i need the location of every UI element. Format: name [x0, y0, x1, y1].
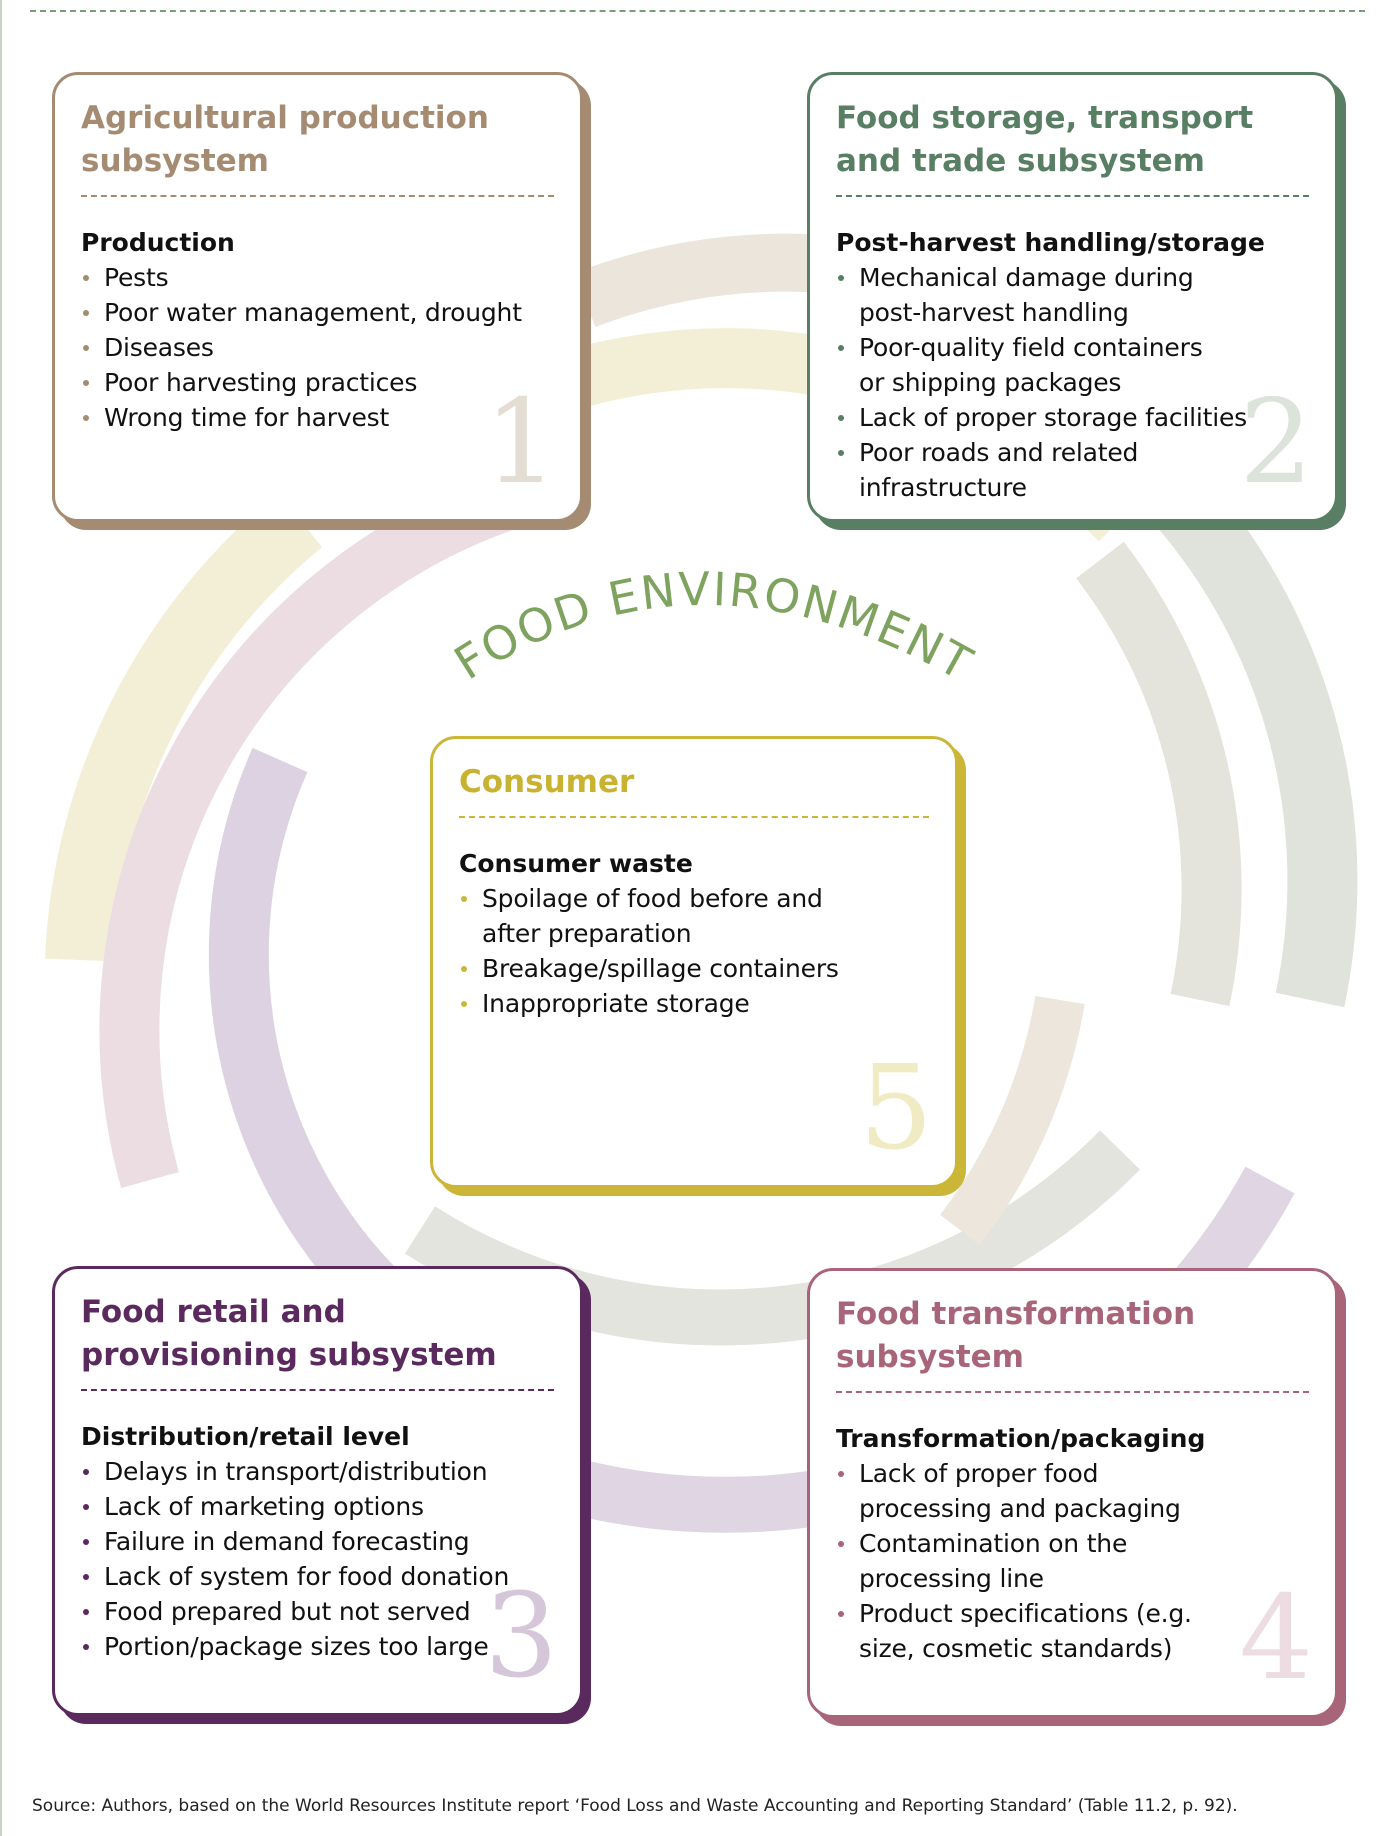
title-line: subsystem — [836, 1339, 1024, 1375]
box-title: Agricultural production subsystem — [81, 97, 554, 183]
swirl-band-beige-right — [940, 995, 1085, 1246]
box-number: 2 — [1239, 375, 1313, 510]
bullet-icon — [83, 1609, 89, 1615]
list-item: Breakage/spillage containers — [459, 951, 929, 986]
bullet-icon — [83, 310, 89, 316]
bullet-icon — [83, 1539, 89, 1545]
food-environment-label: FOOD ENVIRONMENT — [445, 562, 982, 692]
cause-list: Pests Poor water management, drought Dis… — [81, 260, 554, 435]
bullet-icon — [83, 275, 89, 281]
title-line: and trade subsystem — [836, 143, 1205, 179]
title-line: Food storage, transport — [836, 100, 1254, 136]
list-item: Lack of proper storage facilities — [836, 400, 1309, 435]
title-line: provisioning subsystem — [81, 1337, 497, 1373]
dashed-divider — [459, 816, 929, 818]
box-subtitle: Transformation/packaging — [836, 1424, 1206, 1453]
list-item: Diseases — [81, 330, 554, 365]
list-item: Product specifications (e.g.size, cosmet… — [836, 1596, 1309, 1666]
source-note: Source: Authors, based on the World Reso… — [32, 1796, 1238, 1816]
title-line: Agricultural production — [81, 100, 489, 136]
box-title: Consumer — [459, 761, 929, 804]
box-number: 5 — [859, 1041, 933, 1176]
list-item: Poor water management, drought — [81, 295, 554, 330]
box-subtitle: Production — [81, 228, 235, 257]
storage-transport-trade-box: Food storage, transport and trade subsys… — [807, 72, 1338, 522]
bullet-icon — [838, 345, 844, 351]
bullet-icon — [83, 1644, 89, 1650]
retail-provisioning-box: Food retail and provisioning subsystem D… — [52, 1266, 583, 1716]
title-line: subsystem — [81, 143, 269, 179]
top-divider — [30, 10, 1365, 12]
list-item: Pests — [81, 260, 554, 295]
swirl-band-green — [1153, 477, 1358, 1008]
dashed-divider — [836, 1391, 1309, 1393]
bullet-icon — [83, 1504, 89, 1510]
box-subtitle: Consumer waste — [459, 849, 693, 878]
box-title: Food storage, transport and trade subsys… — [836, 97, 1309, 183]
bullet-icon — [83, 345, 89, 351]
swirl-band-pink — [99, 461, 549, 1189]
title-line: Consumer — [459, 764, 635, 800]
title-line: Food retail and — [81, 1294, 346, 1330]
bullet-icon — [83, 415, 89, 421]
list-item: Lack of marketing options — [81, 1489, 554, 1524]
cause-list: Delays in transport/distribution Lack of… — [81, 1454, 554, 1664]
list-item: Inappropriate storage — [459, 986, 929, 1021]
dashed-divider — [81, 1389, 554, 1391]
agricultural-production-box: Agricultural production subsystem Produc… — [52, 72, 583, 522]
bullet-icon — [461, 896, 467, 902]
title-line: Food transformation — [836, 1296, 1196, 1332]
list-item: Portion/package sizes too large — [81, 1629, 554, 1664]
list-item: Food prepared but not served — [81, 1594, 554, 1629]
box-number: 1 — [484, 375, 558, 510]
box-subtitle: Distribution/retail level — [81, 1422, 410, 1451]
bullet-icon — [461, 966, 467, 972]
list-item: Wrong time for harvest — [81, 400, 554, 435]
list-item: Poor harvesting practices — [81, 365, 554, 400]
bullet-icon — [838, 450, 844, 456]
consumer-box: Consumer Consumer waste Spoilage of food… — [430, 736, 958, 1188]
bullet-icon — [838, 275, 844, 281]
box-number: 3 — [484, 1569, 558, 1704]
bullet-icon — [838, 1611, 844, 1617]
swirl-band-yellow-left — [45, 492, 323, 962]
box-title: Food transformation subsystem — [836, 1293, 1309, 1379]
transformation-box: Food transformation subsystem Transforma… — [807, 1268, 1338, 1718]
list-item: Failure in demand forecasting — [81, 1524, 554, 1559]
bullet-icon — [461, 1001, 467, 1007]
dashed-divider — [836, 195, 1309, 197]
box-subtitle: Post-harvest handling/storage — [836, 228, 1265, 257]
bullet-icon — [838, 1471, 844, 1477]
swirl-band-grey — [1076, 541, 1242, 1007]
bullet-icon — [83, 1574, 89, 1580]
box-number: 4 — [1239, 1571, 1313, 1706]
bullet-icon — [83, 1469, 89, 1475]
bullet-icon — [838, 415, 844, 421]
list-item: Lack of system for food donation — [81, 1559, 554, 1594]
dashed-divider — [81, 195, 554, 197]
bullet-icon — [838, 1541, 844, 1547]
list-item: Delays in transport/distribution — [81, 1454, 554, 1489]
box-title: Food retail and provisioning subsystem — [81, 1291, 554, 1377]
bullet-icon — [83, 380, 89, 386]
